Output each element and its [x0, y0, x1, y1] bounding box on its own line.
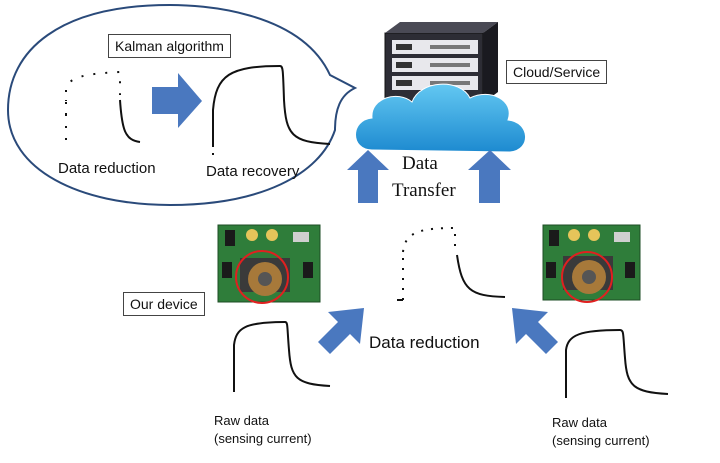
cloud-service-label: Cloud/Service: [506, 60, 608, 84]
reduced-signal-curve: [65, 70, 141, 143]
data-recovery-label: Data recovery: [206, 163, 300, 180]
kalman-algorithm-label: Kalman algorithm: [108, 34, 231, 58]
cloud-icon: [355, 83, 526, 153]
recovery-arrow-icon: [152, 73, 202, 128]
upload-arrow-right-icon: [468, 150, 511, 203]
our-device-label: Our device: [123, 292, 205, 316]
recovered-signal-curve: [212, 64, 331, 155]
data-reduction-middle-label: Data reduction: [369, 333, 480, 352]
sensor-board-left-icon: [217, 224, 321, 304]
raw-data-right-sub-label: (sensing current): [552, 433, 650, 448]
reduction-arrow-right-icon: [512, 308, 558, 354]
raw-signal-right-curve: [565, 328, 669, 398]
upload-arrow-left-icon: [347, 150, 389, 203]
data-transfer-label-line2: Transfer: [392, 180, 456, 201]
data-transfer-label-line1: Data: [402, 153, 438, 174]
raw-data-left-sub-label: (sensing current): [214, 431, 312, 446]
raw-data-right-label: Raw data: [552, 415, 607, 430]
reduction-arrow-left-icon: [318, 308, 364, 354]
raw-data-left-label: Raw data: [214, 413, 269, 428]
data-reduction-top-label: Data reduction: [58, 160, 156, 177]
reduced-signal-middle-curve: [397, 226, 506, 301]
raw-signal-left-curve: [233, 320, 331, 392]
sensor-board-right-icon: [542, 224, 641, 303]
